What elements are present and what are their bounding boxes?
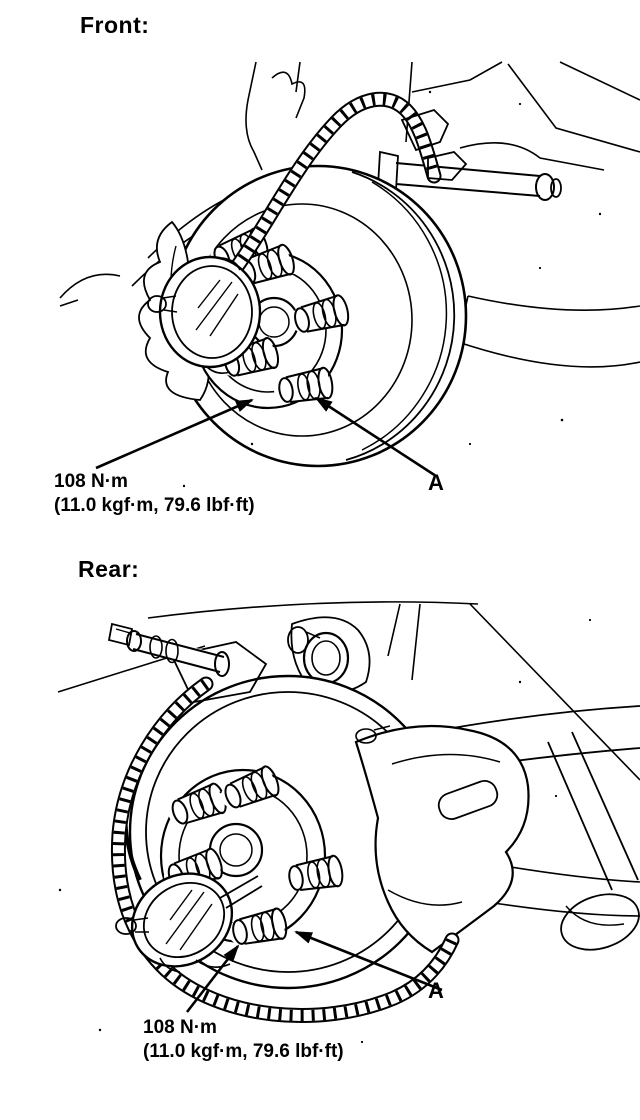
front-torque-line1: 108 N·m — [54, 471, 128, 492]
front-dial-indicator — [147, 255, 262, 374]
rear-brake-caliper — [354, 724, 530, 954]
front-torque-label: 108 N·m (11.0 kgf·m, 79.6 lbf·ft) — [54, 470, 255, 518]
rear-hose-fitting — [107, 622, 321, 704]
rear-torque-line1: 108 N·m — [143, 1017, 217, 1038]
front-torque-arrow — [95, 398, 254, 470]
wheel-stud — [228, 907, 288, 945]
rear-brake-assembly-diagram — [57, 601, 640, 1044]
front-brake-assembly-diagram — [59, 61, 640, 488]
rear-torque-label: 108 N·m (11.0 kgf·m, 79.6 lbf·ft) — [143, 1016, 344, 1064]
wheel-stud — [284, 854, 344, 891]
rear-wheel-studs — [164, 764, 344, 945]
print-speckles — [58, 618, 592, 1044]
rear-section-title: Rear: — [78, 556, 140, 582]
front-section-title: Front: — [80, 12, 150, 38]
front-torque-line2: (11.0 kgf·m, 79.6 lbf·ft) — [54, 495, 255, 516]
wheel-stud — [290, 293, 350, 333]
rear-dial-indicator — [115, 872, 263, 973]
print-speckles — [182, 90, 602, 488]
rear-brake-hose — [110, 676, 460, 1024]
front-part-a-arrow — [314, 396, 437, 478]
wheel-stud — [221, 764, 280, 809]
rear-part-a-arrow — [294, 930, 443, 992]
rear-knuckle-boss — [290, 616, 371, 694]
wheel-stud — [168, 781, 227, 825]
rear-part-a-label: A — [428, 978, 444, 1003]
front-tie-rod — [377, 150, 562, 201]
rear-torque-line2: (11.0 kgf·m, 79.6 lbf·ft) — [143, 1041, 344, 1062]
front-part-a-label: A — [428, 470, 444, 495]
rear-torque-arrow — [185, 944, 240, 1013]
wheel-stud — [236, 243, 295, 285]
